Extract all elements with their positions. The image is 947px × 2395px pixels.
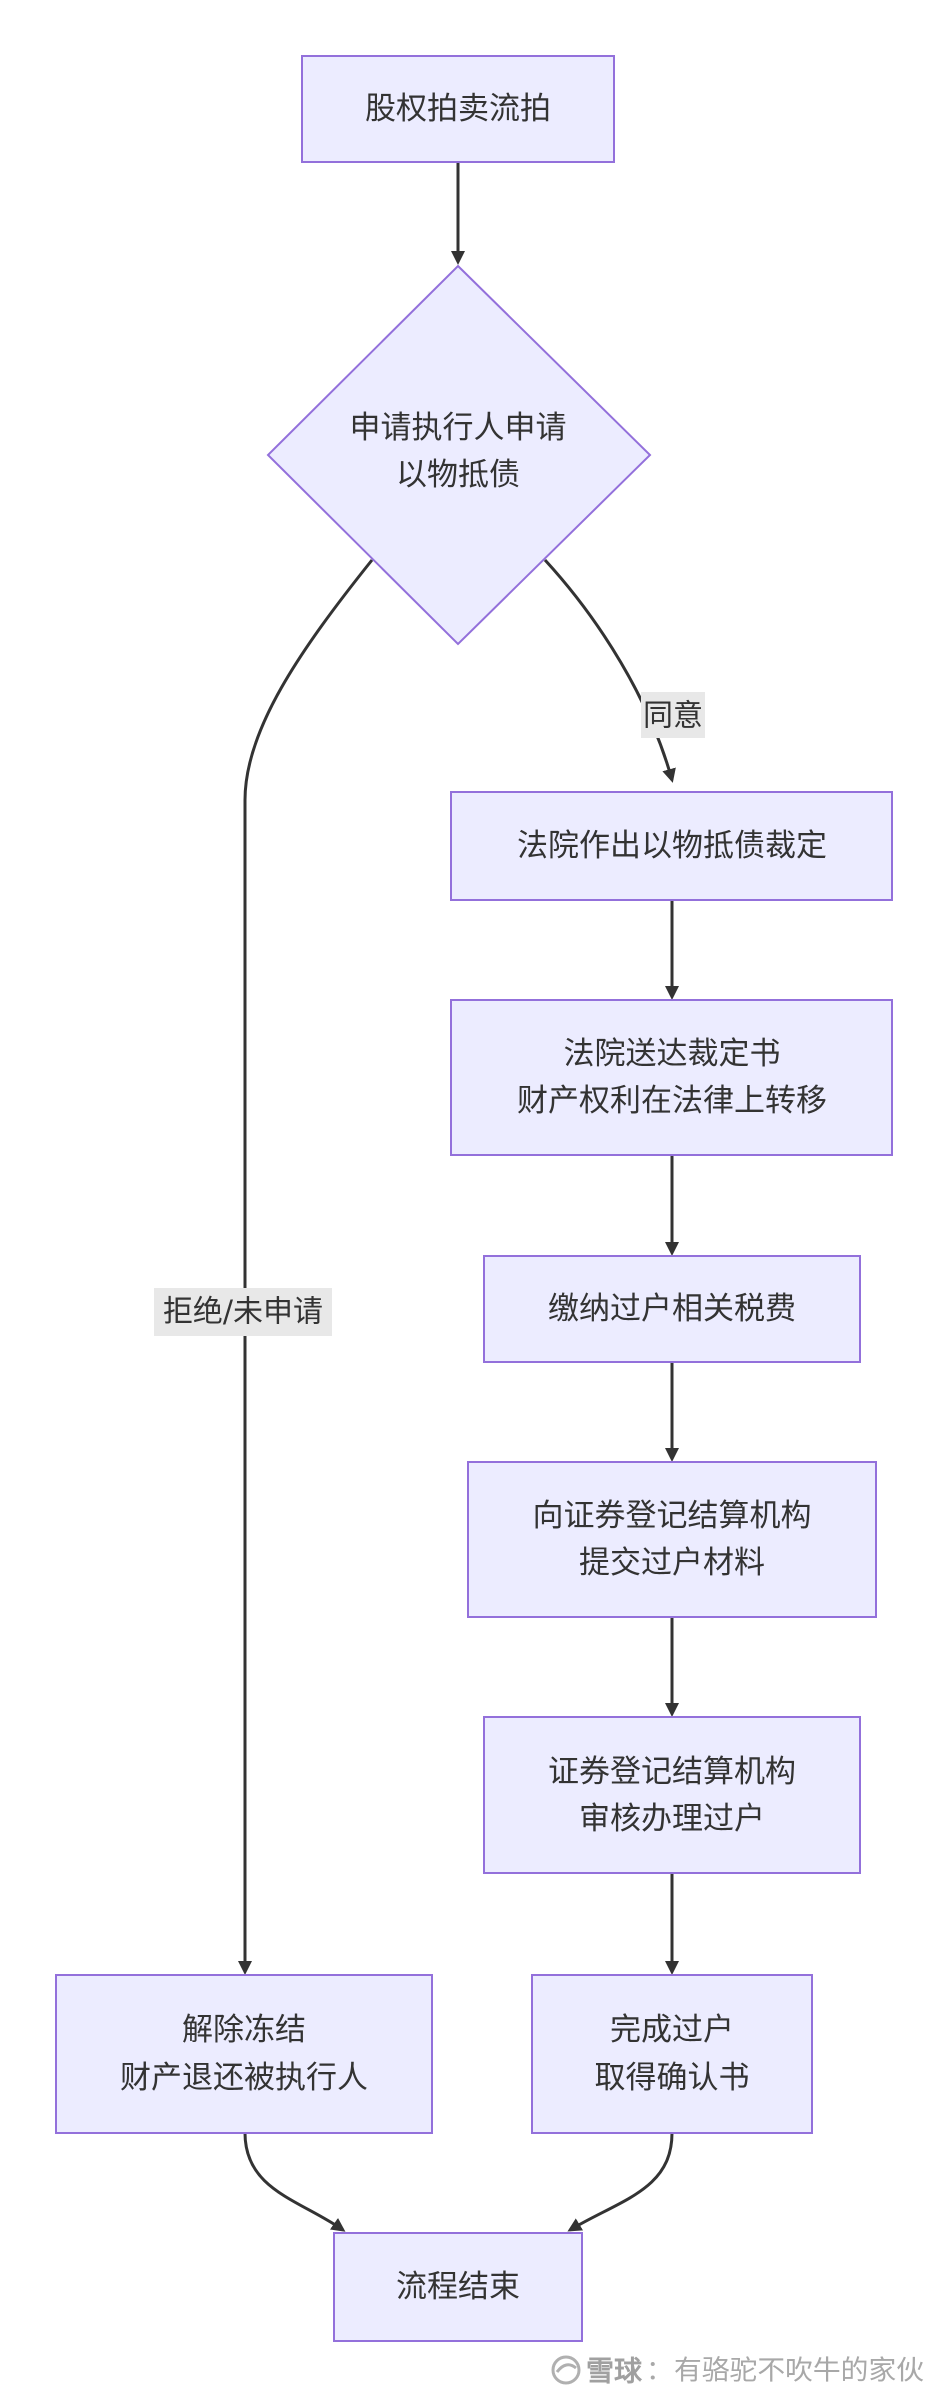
- watermark: 雪球 ： 有骆驼不吹牛的家伙: [551, 2355, 924, 2388]
- watermark-separator: ：: [646, 2356, 673, 2387]
- node-deliver: [450, 999, 893, 1156]
- watermark-brand: 雪球: [586, 2355, 643, 2388]
- node-review-line1: 证券登记结算机构: [548, 1754, 796, 1790]
- node-ruling: [450, 791, 893, 901]
- node-release-line2: 财产退还被执行人: [120, 2060, 368, 2096]
- edge-decision-to-release: [238, 559, 374, 1975]
- node-decision-line2: 以物抵债: [396, 457, 520, 493]
- node-submit: [467, 1461, 877, 1618]
- node-release-line1: 解除冻结: [182, 2012, 306, 2048]
- node-decision: [266, 264, 652, 646]
- node-review-line2: 审核办理过户: [579, 1801, 765, 1837]
- node-end-text: 流程结束: [396, 2269, 520, 2305]
- edge-decision-to-ruling: [543, 558, 676, 783]
- edge-complete-to-end: [567, 2132, 674, 2232]
- agree-label-bg: [641, 692, 705, 738]
- node-start-text: 股权拍卖流拍: [365, 91, 551, 127]
- node-decision-line1: 申请执行人申请: [350, 410, 567, 446]
- watermark-author: 有骆驼不吹牛的家伙: [674, 2356, 924, 2387]
- node-tax-text: 缴纳过户相关税费: [548, 1291, 796, 1327]
- node-complete-line2: 取得确认书: [595, 2060, 750, 2096]
- snowball-logo-icon: [551, 2355, 581, 2385]
- node-start: [301, 55, 615, 163]
- reject-label: 拒绝/未申请: [163, 1295, 323, 1330]
- node-ruling-text: 法院作出以物抵债裁定: [517, 828, 827, 864]
- node-review: [483, 1716, 861, 1874]
- edge-release-to-end: [243, 2132, 346, 2232]
- reject-label-bg: [154, 1288, 332, 1336]
- node-deliver-line1: 法院送达裁定书: [564, 1036, 781, 1072]
- node-complete: [531, 1974, 813, 2134]
- agree-label: 同意: [643, 699, 703, 734]
- node-submit-line2: 提交过户材料: [579, 1545, 765, 1581]
- node-end: [333, 2232, 583, 2342]
- node-tax: [483, 1255, 861, 1363]
- node-deliver-line2: 财产权利在法律上转移: [517, 1083, 827, 1119]
- node-submit-line1: 向证券登记结算机构: [533, 1498, 812, 1534]
- node-release: [55, 1974, 433, 2134]
- node-complete-line1: 完成过户: [610, 2012, 734, 2048]
